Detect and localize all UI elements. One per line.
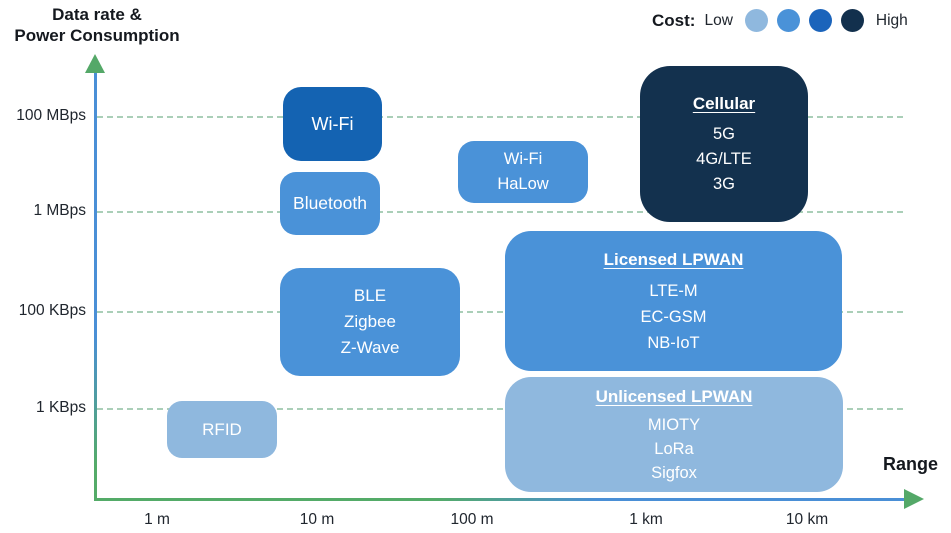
node-ble-line2: Zigbee [344,312,396,331]
node-licensed-lpwan: Licensed LPWAN LTE-M EC-GSM NB-IoT [505,231,842,371]
node-wifi-halow-line2: HaLow [497,175,549,193]
x-axis-arrow-icon [904,489,924,509]
node-wifi-label: Wi-Fi [311,113,354,134]
node-unlicensed-item-mioty: MIOTY [647,415,701,434]
node-rfid: RFID [167,401,277,458]
node-unlicensed-lpwan-title: Unlicensed LPWAN [595,386,753,406]
x-tick-1km: 1 km [629,511,663,528]
cost-dot-medium-icon [776,9,800,32]
node-cellular-title: Cellular [692,94,756,113]
node-licensed-item-nbiot: NB-IoT [647,333,700,352]
cost-legend-dots [744,9,864,32]
node-rfid-label: RFID [202,419,242,439]
cost-legend-high-label: High [875,11,908,29]
node-cellular-item-5g: 5G [712,125,735,143]
node-unlicensed-item-lora: LoRa [654,439,694,458]
node-unlicensed-item-sigfox: Sigfox [651,463,697,482]
cost-legend-low-label: Low [704,11,733,29]
node-licensed-item-ltem: LTE-M [649,281,698,300]
y-tick-100kbps: 100 KBps [18,302,86,319]
cost-dot-high-icon [808,9,832,32]
node-wifi-halow: Wi-Fi HaLow [458,141,588,203]
y-tick-1kbps: 1 KBps [36,399,86,416]
y-axis-title: Data rate & Power Consumption [6,4,188,46]
x-tick-100m: 100 m [450,511,494,528]
gridline-100mbps [97,116,903,118]
node-wifi: Wi-Fi [283,87,382,161]
x-tick-10km: 10 km [785,511,829,528]
gridline-1mbps [97,211,903,213]
node-licensed-lpwan-title: Licensed LPWAN [603,249,744,269]
gridline-100kbps [97,311,903,313]
node-bluetooth: Bluetooth [280,172,380,235]
x-axis-line [94,498,906,501]
y-axis-arrow-icon [85,54,105,73]
node-cellular: Cellular 5G 4G/LTE 3G [640,66,808,222]
x-tick-1m: 1 m [144,511,170,528]
node-unlicensed-lpwan: Unlicensed LPWAN MIOTY LoRa Sigfox [505,377,843,492]
y-axis-title-line1: Data rate & [52,5,142,24]
y-tick-1mbps: 1 MBps [33,202,86,219]
cost-dot-highest-icon [840,9,864,32]
x-axis-title: Range [883,454,939,474]
node-bluetooth-label: Bluetooth [293,193,367,213]
node-wifi-halow-line1: Wi-Fi [503,150,543,168]
x-tick-10m: 10 m [299,511,335,528]
node-ble-line3: Z-Wave [340,338,400,357]
gridline-1kbps [97,408,903,410]
node-cellular-item-4glte: 4G/LTE [696,150,752,168]
node-ble-line1: BLE [353,286,387,305]
y-tick-100mbps: 100 MBps [16,107,86,124]
cost-legend-label: Cost: [652,10,696,30]
y-axis-title-line2: Power Consumption [14,26,180,45]
y-axis-line [94,68,97,500]
cost-dot-low-icon [744,9,768,32]
cost-legend: Cost: Low High [652,9,908,32]
node-licensed-item-ecgsm: EC-GSM [640,307,707,326]
node-ble-zigbee-zwave: BLE Zigbee Z-Wave [280,268,460,376]
node-cellular-item-3g: 3G [712,175,735,193]
